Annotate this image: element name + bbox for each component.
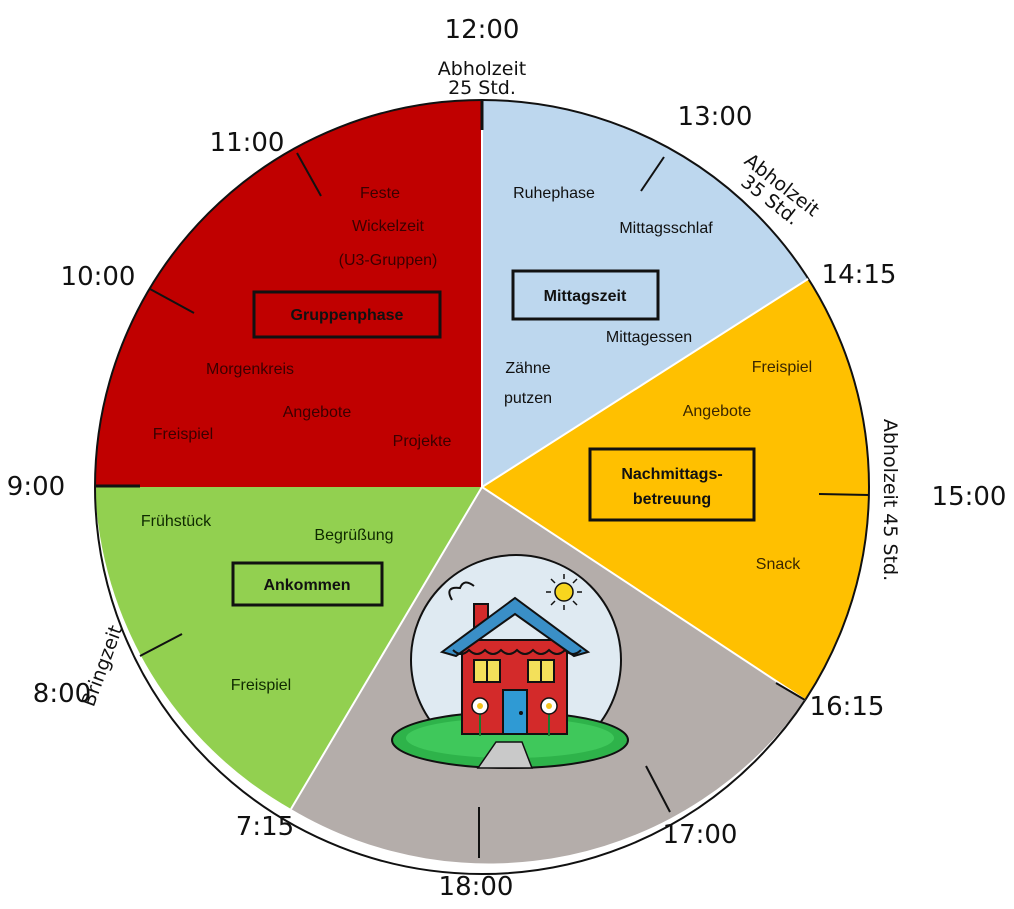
nachmittag-activities: Freispiel Angebote Snack bbox=[683, 359, 812, 573]
drop-off-label: Bringzeit bbox=[78, 622, 128, 709]
mittagszeit-label-box: Mittagszeit bbox=[511, 269, 660, 321]
time-label-1300: 13:00 bbox=[678, 102, 753, 132]
activity-fruehstueck: Frühstück bbox=[141, 513, 212, 530]
flower-left bbox=[471, 697, 489, 736]
hour-ticks bbox=[139, 152, 870, 858]
pickup-label-25-line2: 25 Std. bbox=[448, 77, 516, 99]
time-label-1200: 12:00 bbox=[445, 15, 520, 45]
segment-title-nachmittags: Nachmittags- bbox=[621, 466, 722, 483]
activity-putzen: putzen bbox=[504, 390, 552, 407]
activity-projekte: Projekte bbox=[393, 433, 452, 450]
time-label-0900: 9:00 bbox=[7, 472, 65, 502]
ankommen-label-box: Ankommen bbox=[231, 561, 384, 607]
activity-mittagsschlaf: Mittagsschlaf bbox=[619, 220, 713, 237]
time-label-1415: 14:15 bbox=[822, 260, 897, 290]
segment-dividers bbox=[290, 100, 809, 810]
activity-feste: Feste bbox=[360, 185, 400, 202]
activity-morgenkreis: Morgenkreis bbox=[206, 361, 294, 378]
activity-freispiel: Freispiel bbox=[153, 426, 213, 443]
segment-title-gruppenphase: Gruppenphase bbox=[291, 307, 404, 324]
activity-begruessung: Begrüßung bbox=[314, 527, 393, 544]
ankommen-activities: Frühstück Begrüßung Freispiel bbox=[141, 513, 394, 694]
time-label-1800: 18:00 bbox=[439, 872, 514, 902]
segment-mittagszeit bbox=[482, 100, 808, 487]
activity-freispiel-afternoon: Freispiel bbox=[752, 359, 812, 376]
time-label-1000: 10:00 bbox=[61, 262, 136, 292]
time-label-0800: 8:00 bbox=[33, 679, 91, 709]
pickup-label-25-line1: Abholzeit bbox=[438, 58, 526, 80]
time-labels: 12:00 13:00 14:15 15:00 16:15 17:00 18:0… bbox=[7, 15, 1007, 902]
activity-angebote-afternoon: Angebote bbox=[683, 403, 752, 420]
mittagszeit-activities: Ruhephase Mittagsschlaf Mittagessen Zähn… bbox=[504, 185, 713, 407]
pickup-label-45: Abholzeit 45 Std. bbox=[879, 419, 901, 581]
house-icon bbox=[391, 554, 629, 769]
segment-title-mittagszeit: Mittagszeit bbox=[544, 288, 627, 305]
gruppenphase-activities: Feste Wickelzeit (U3-Gruppen) Morgenkrei… bbox=[153, 185, 452, 450]
time-label-1700: 17:00 bbox=[663, 820, 738, 850]
nachmittag-label-box: Nachmittags- betreuung bbox=[588, 447, 756, 522]
activity-freispiel-morning: Freispiel bbox=[231, 677, 291, 694]
activity-wickelzeit: Wickelzeit bbox=[352, 218, 425, 235]
segment-title-ankommen: Ankommen bbox=[263, 577, 350, 594]
time-label-1615: 16:15 bbox=[810, 692, 885, 722]
segment-nachmittagsbetreuung bbox=[482, 279, 869, 700]
activity-zaehne: Zähne bbox=[505, 360, 550, 377]
segment-ankommen bbox=[95, 487, 482, 809]
activity-u3-gruppen: (U3-Gruppen) bbox=[339, 252, 438, 269]
flower-right bbox=[540, 697, 558, 736]
sun-icon bbox=[546, 574, 582, 610]
gruppenphase-label-box: Gruppenphase bbox=[252, 290, 442, 339]
activity-snack: Snack bbox=[756, 556, 801, 573]
time-label-1500: 15:00 bbox=[932, 482, 1007, 512]
activity-ruhephase: Ruhephase bbox=[513, 185, 595, 202]
segment-title-betreuung: betreuung bbox=[633, 491, 711, 508]
activity-mittagessen: Mittagessen bbox=[606, 329, 692, 346]
time-label-0715: 7:15 bbox=[236, 812, 294, 842]
activity-angebote: Angebote bbox=[283, 404, 352, 421]
time-label-1100: 11:00 bbox=[210, 128, 285, 158]
